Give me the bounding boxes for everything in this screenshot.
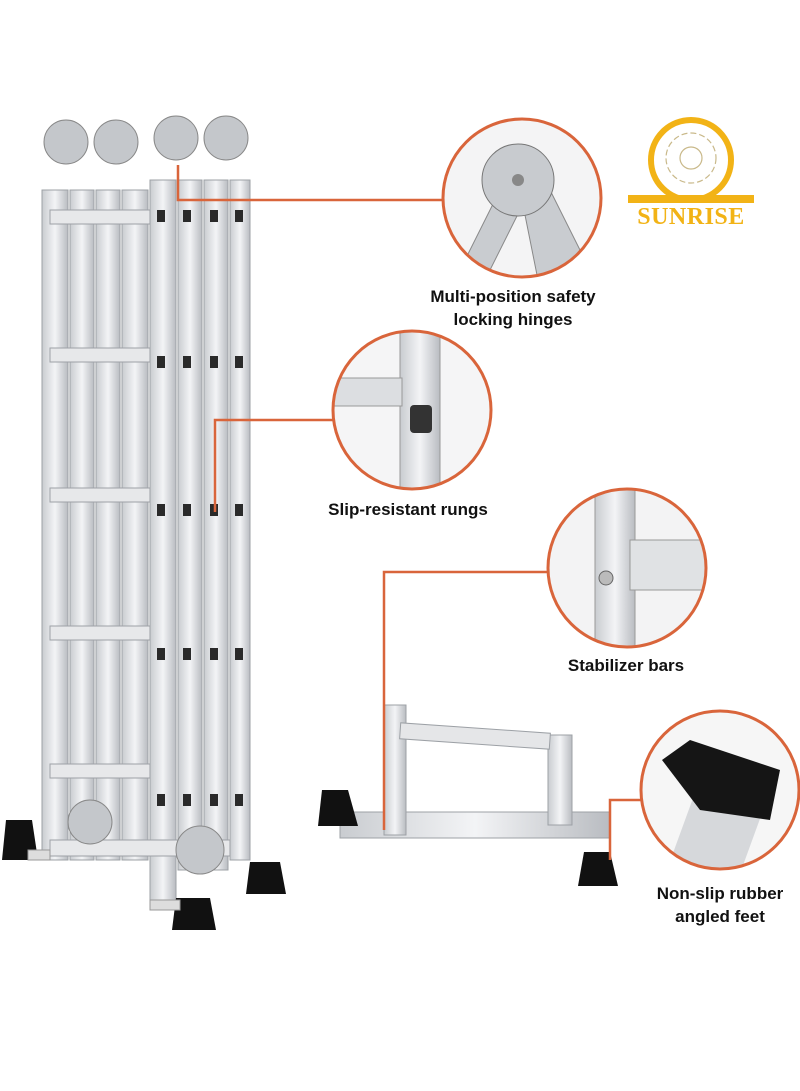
caption-line: Non-slip rubber bbox=[656, 884, 784, 903]
feature-caption-hinges: Multi-position safety locking hinges bbox=[393, 285, 633, 331]
callout-lines bbox=[176, 165, 642, 860]
rubber-feet bbox=[2, 820, 286, 930]
caption-line: Slip-resistant rungs bbox=[328, 500, 488, 519]
caption-line: Multi-position safety bbox=[430, 287, 596, 306]
foot-closeup bbox=[642, 712, 798, 868]
feature-caption-feet: Non-slip rubber angled feet bbox=[620, 882, 800, 928]
caption-line: locking hinges bbox=[453, 310, 573, 329]
hinge-closeup bbox=[444, 120, 600, 276]
closeup-rings bbox=[331, 117, 800, 871]
folded-ladder bbox=[2, 115, 286, 930]
feature-caption-stabilizer: Stabilizer bars bbox=[506, 654, 746, 677]
stabilizer-closeup bbox=[549, 490, 705, 646]
brand-logo-text: SUNRISE bbox=[637, 204, 745, 230]
caption-line: angled feet bbox=[675, 907, 765, 926]
caption-line: Stabilizer bars bbox=[567, 656, 685, 675]
rung-closeup bbox=[334, 332, 490, 488]
feature-caption-rungs: Slip-resistant rungs bbox=[288, 498, 528, 521]
sunrise-logo bbox=[628, 117, 754, 203]
stabilizer-assembly bbox=[318, 704, 618, 886]
